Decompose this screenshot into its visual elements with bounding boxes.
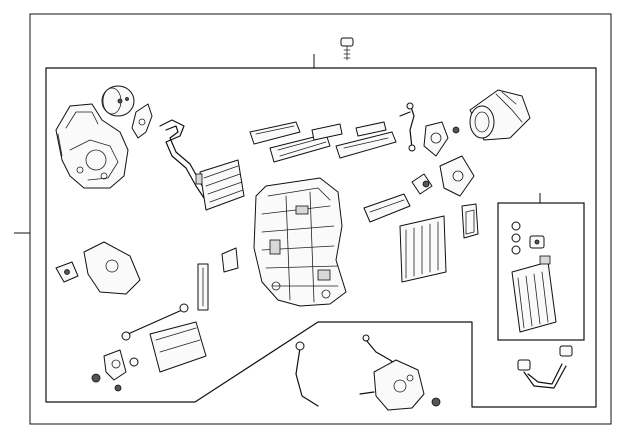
evaporator-case — [253, 177, 347, 307]
mounting-bolt — [340, 37, 354, 61]
screw-clip — [91, 349, 139, 392]
evaporator-core — [511, 255, 557, 333]
actuator-post — [197, 247, 239, 311]
expansion-valve — [511, 221, 545, 255]
blower-motor-housing — [55, 103, 129, 189]
heater-core — [195, 159, 245, 211]
cable-harness — [295, 334, 401, 407]
evaporator-kit-box — [497, 202, 585, 341]
blower-bracket — [131, 103, 153, 139]
mode-actuator — [359, 359, 441, 411]
resistor — [411, 155, 475, 197]
blower-motor — [469, 89, 531, 141]
air-door-top — [249, 121, 331, 163]
outer-frame — [29, 13, 612, 425]
air-door-mid — [311, 121, 397, 159]
seal-pad — [363, 193, 479, 239]
cabin-filter — [399, 215, 447, 283]
blower-fan-wheel — [101, 85, 135, 117]
assembly-boundary — [45, 67, 597, 408]
duct-cover — [55, 241, 141, 295]
sensor-harness — [517, 345, 573, 389]
heater-core-tube — [159, 119, 209, 199]
actuator-bracket — [423, 121, 460, 157]
linkage-rod — [121, 303, 207, 373]
link-arm — [399, 102, 416, 152]
